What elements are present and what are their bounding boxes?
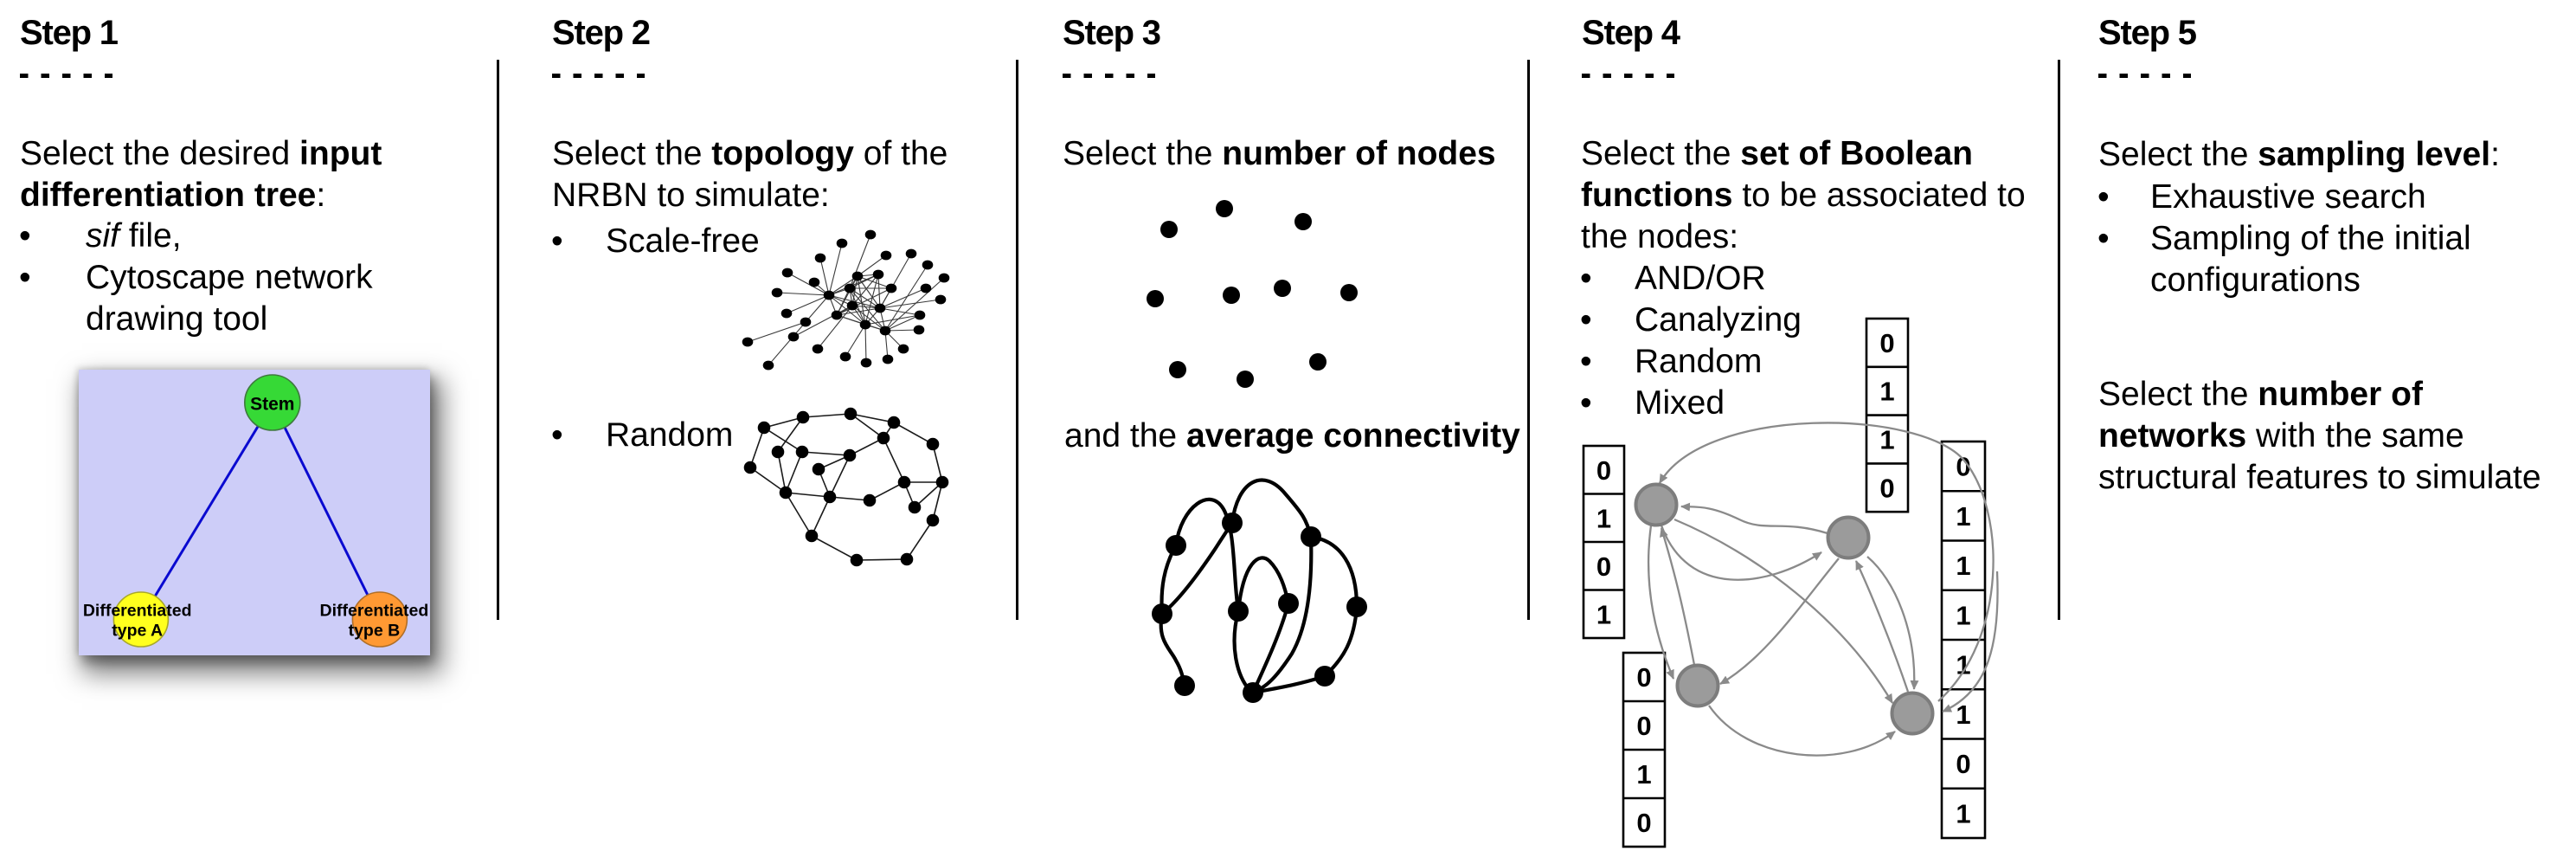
- svg-text:0: 0: [1879, 328, 1894, 358]
- svg-text:1: 1: [1636, 759, 1651, 790]
- svg-text:Differentiated: Differentiated: [83, 602, 192, 621]
- svg-text:0: 0: [1596, 455, 1611, 486]
- svg-text:1: 1: [1596, 599, 1611, 629]
- svg-text:type B: type B: [349, 622, 401, 641]
- svg-text:1: 1: [1956, 600, 1970, 630]
- svg-text:0: 0: [1879, 473, 1894, 503]
- svg-text:1: 1: [1956, 650, 1970, 680]
- svg-text:Differentiated: Differentiated: [320, 602, 429, 621]
- svg-text:1: 1: [1596, 503, 1611, 533]
- svg-text:1: 1: [1956, 798, 1970, 828]
- svg-text:1: 1: [1879, 425, 1894, 455]
- svg-text:0: 0: [1956, 452, 1970, 482]
- svg-text:Stem: Stem: [250, 395, 294, 415]
- svg-text:0: 0: [1596, 551, 1611, 582]
- svg-text:0: 0: [1636, 808, 1651, 838]
- svg-text:1: 1: [1956, 501, 1970, 532]
- svg-text:1: 1: [1956, 551, 1970, 581]
- svg-text:1: 1: [1956, 699, 1970, 730]
- svg-text:type A: type A: [112, 622, 163, 641]
- svg-text:1: 1: [1879, 377, 1894, 407]
- svg-text:0: 0: [1636, 711, 1651, 741]
- svg-text:0: 0: [1956, 749, 1970, 779]
- svg-text:0: 0: [1636, 662, 1651, 693]
